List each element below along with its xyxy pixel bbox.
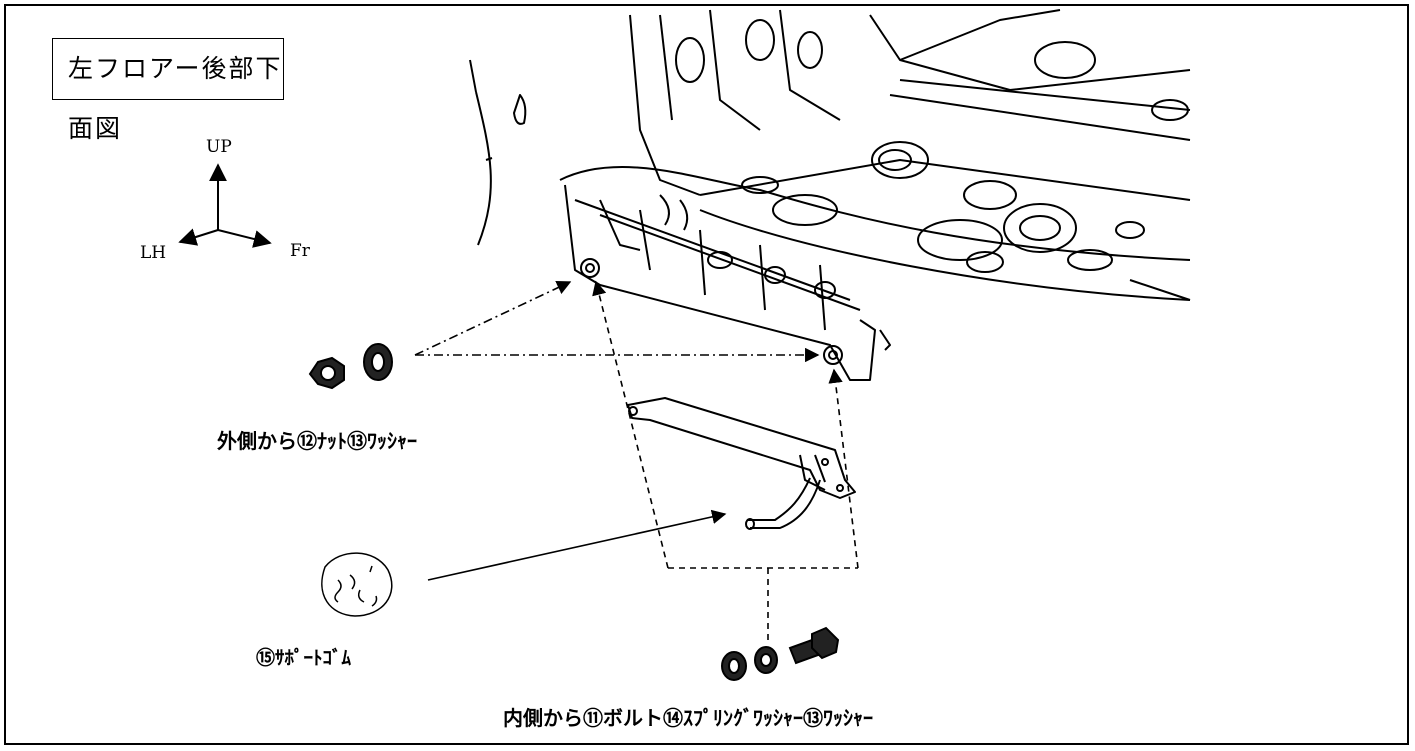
orientation-axes — [178, 163, 272, 248]
outer-nut-washer — [308, 343, 393, 390]
outer-fastener-label: 外側から⑫ﾅｯﾄ⑬ﾜｯｼｬｰ — [217, 429, 417, 453]
inner-fastener-label: 内側から⑪ボルト⑭ｽﾌﾟﾘﾝｸﾞﾜｯｼｬｰ⑬ﾜｯｼｬｰ — [503, 706, 873, 730]
page-title: 左フロアー後部下面図 — [52, 38, 284, 143]
axis-lh-arrow — [178, 228, 219, 246]
axis-lh-label: LH — [140, 243, 166, 263]
floor-panel-drawing — [469, 9, 1191, 381]
axis-fr-label: Fr — [290, 241, 311, 261]
support-bracket — [627, 397, 856, 530]
diagram-frame — [4, 4, 1409, 745]
inner-bolt-washers — [721, 626, 840, 681]
support-rubber-label: ⑮ｻﾎﾟｰﾄｺﾞﾑ — [256, 647, 352, 669]
axis-up-label: UP — [206, 137, 232, 157]
support-rubber-icon — [321, 552, 393, 617]
leader-lines — [414, 280, 859, 640]
axis-fr-arrow — [217, 229, 272, 248]
